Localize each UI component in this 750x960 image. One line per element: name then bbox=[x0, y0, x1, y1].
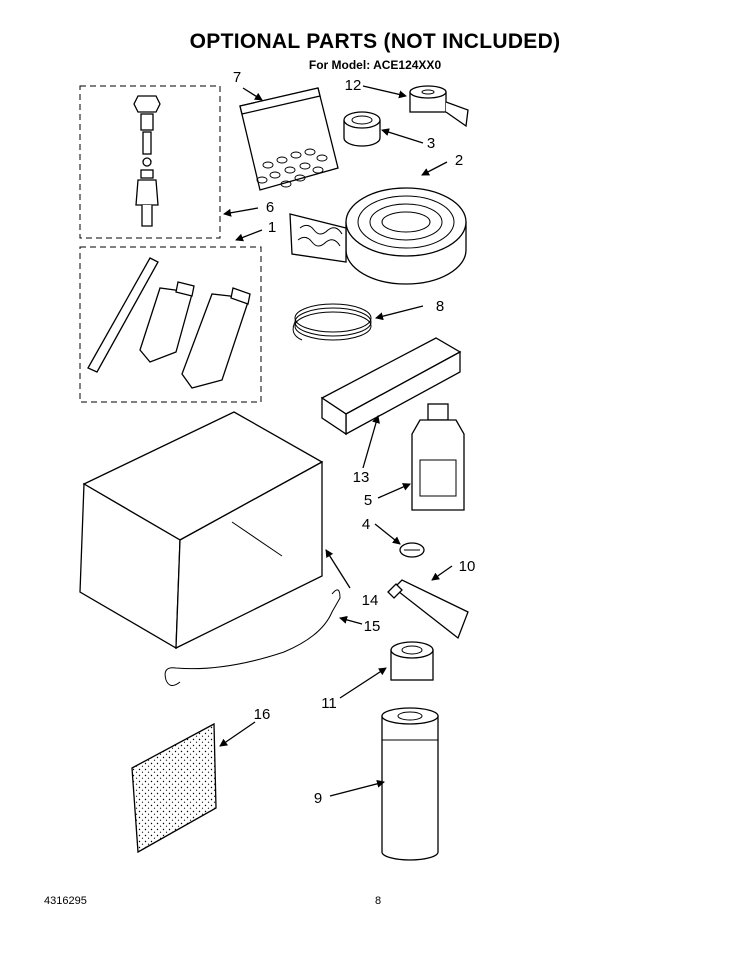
leader-lines bbox=[219, 85, 453, 797]
page-title: OPTIONAL PARTS (NOT INCLUDED) bbox=[189, 30, 561, 53]
callout-6: 6 bbox=[266, 199, 274, 216]
part-16-filter-pad bbox=[131, 722, 217, 854]
part-4-capsule bbox=[399, 542, 425, 558]
part-13-foam-block bbox=[320, 337, 462, 436]
part-5-bottle bbox=[411, 403, 465, 511]
callout-8: 8 bbox=[436, 298, 444, 315]
part-15-cord bbox=[164, 589, 341, 686]
callout-3: 3 bbox=[427, 135, 435, 152]
callout-12: 12 bbox=[345, 77, 362, 94]
part-2-foam-roll bbox=[289, 187, 467, 285]
part-8-wire-coil bbox=[292, 303, 372, 341]
callout-14: 14 bbox=[362, 592, 379, 609]
callout-9: 9 bbox=[314, 790, 322, 807]
part-11-roll bbox=[390, 641, 434, 681]
callout-1: 1 bbox=[268, 219, 276, 236]
part-3-foam-tape bbox=[343, 111, 381, 147]
part-9-spray-can bbox=[381, 707, 439, 861]
callout-11: 11 bbox=[321, 695, 337, 712]
document-number: 4316295 bbox=[44, 895, 87, 907]
part-10-tube bbox=[387, 579, 469, 640]
callout-5: 5 bbox=[364, 492, 372, 509]
callout-13: 13 bbox=[353, 469, 370, 486]
part-12-tape bbox=[409, 85, 469, 128]
callout-7: 7 bbox=[233, 69, 241, 86]
callout-16: 16 bbox=[254, 706, 271, 723]
page-number: 8 bbox=[375, 895, 382, 907]
part-6-valve-kit bbox=[79, 85, 221, 239]
part-7-hardware-bag bbox=[239, 87, 339, 191]
callout-4: 4 bbox=[362, 516, 370, 533]
callout-15: 15 bbox=[364, 618, 381, 635]
callout-2: 2 bbox=[455, 152, 463, 169]
part-14-cover bbox=[79, 411, 324, 650]
callout-10: 10 bbox=[459, 558, 476, 575]
part-1-sealant-kit bbox=[79, 246, 262, 403]
model-subtitle: For Model: ACE124XX0 bbox=[308, 58, 442, 72]
